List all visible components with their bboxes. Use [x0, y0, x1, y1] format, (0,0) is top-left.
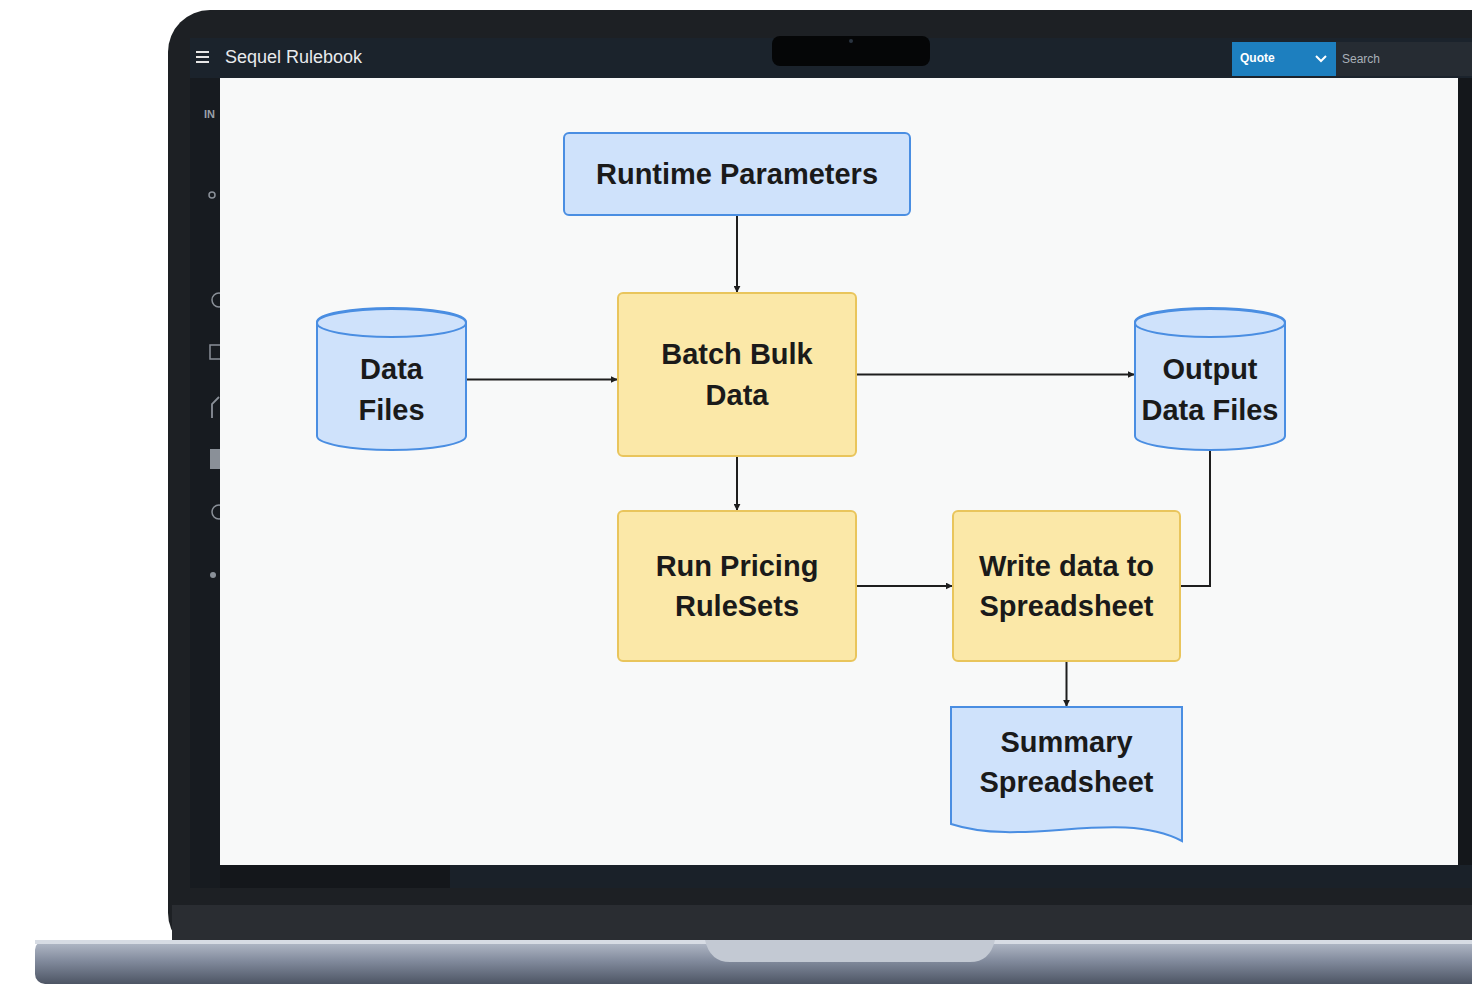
node-text: Data Files [324, 349, 459, 429]
process-box: Batch Bulk Data [617, 292, 857, 457]
diagram-panel: Runtime ParametersData Files Batch Bulk D… [220, 78, 1458, 865]
menu-icon [196, 61, 209, 63]
opening-notch [705, 940, 995, 962]
app-title: Sequel Rulebook [225, 47, 362, 68]
laptop-base [35, 940, 1472, 984]
document-shape: Summary Spreadsheet [950, 706, 1183, 842]
dropdown-label: Quote [1240, 51, 1275, 65]
camera [849, 39, 853, 43]
node-text: Summary Spreadsheet [956, 722, 1177, 802]
process-box: Write data to Spreadsheet [952, 510, 1181, 662]
node-text: Run Pricing RuleSets [631, 546, 843, 626]
sidebar-icon [209, 192, 215, 198]
connector-line [1181, 451, 1210, 586]
menu-icon [196, 56, 209, 58]
dropdown-chevron [1316, 56, 1326, 61]
screen-bottom [450, 865, 1472, 888]
arrow-connector [467, 379, 617, 381]
sidebar-label: IN [204, 108, 215, 120]
search-field [1336, 42, 1472, 76]
camera-notch [772, 36, 930, 66]
arrow-connector [736, 216, 738, 292]
arrow-connector [857, 374, 1134, 376]
data-store: Output Data Files [1134, 308, 1286, 451]
search-placeholder: Search [1342, 52, 1380, 66]
cylinder-top [317, 309, 466, 337]
data-store: Data Files [316, 308, 467, 451]
screen [190, 38, 1472, 888]
node-text: Output Data Files [1138, 349, 1282, 429]
sidebar-icon [210, 572, 216, 578]
node-text: Batch Bulk Data [631, 334, 843, 414]
node-text: Write data to Spreadsheet [960, 546, 1173, 626]
sidebar [190, 78, 220, 888]
process-box: Run Pricing RuleSets [617, 510, 857, 662]
node-text: Runtime Parameters [596, 154, 878, 194]
arrow-connector [736, 457, 738, 510]
laptop-chin [172, 905, 1472, 945]
input-box: Runtime Parameters [563, 132, 911, 216]
arrow-connector [857, 585, 952, 587]
quote-dropdown [1232, 42, 1336, 76]
shape-body [1135, 308, 1285, 450]
laptop-lid [168, 10, 1472, 955]
arrow-connector [1066, 662, 1068, 706]
shape-body [951, 707, 1182, 841]
sidebar-icon [212, 397, 219, 418]
shape-body [317, 308, 466, 450]
sidebar-icon [210, 449, 220, 469]
menu-icon [196, 51, 209, 53]
cylinder-top [1135, 309, 1285, 337]
